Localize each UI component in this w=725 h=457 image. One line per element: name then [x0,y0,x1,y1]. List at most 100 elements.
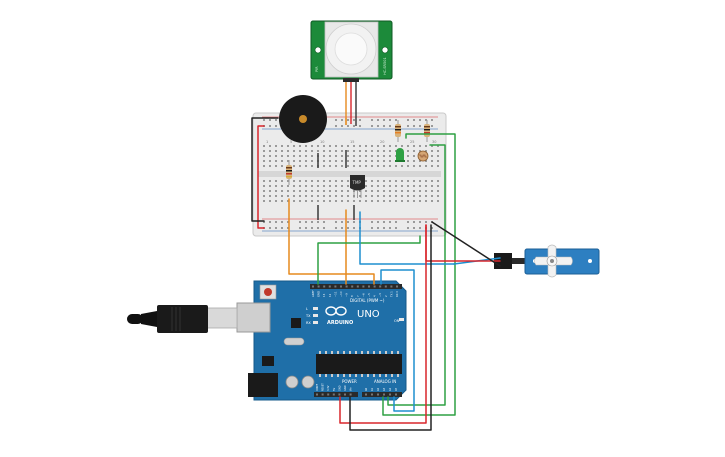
temperature-sensor[interactable]: TMP [350,175,365,198]
power-pin-label: RESET [322,383,325,391]
digital-pin-label: ~5 [367,293,371,297]
led-rx [313,321,318,324]
pir-label-left: PIR [315,66,319,72]
wires [251,117,501,431]
breadboard[interactable]: 1 5 10 15 20 25 30 [252,112,447,237]
led-tx [313,314,318,317]
wire-black-servo[interactable] [431,221,501,267]
on-led-label: ON [394,319,400,323]
analog-pin-label: A0 [365,387,368,391]
pir-label-right: HC-SR501 [383,57,387,75]
digital-pin-label: ~6 [361,293,365,297]
wire-green-top[interactable] [317,235,421,285]
wire-blue-1[interactable] [359,211,455,265]
digital-pin-label: 12 [328,293,332,297]
usb-plug-body [157,305,208,333]
power-pin-label: Vin [350,387,353,391]
digital-header [310,284,402,289]
dc-jack [248,373,278,397]
led-l [313,307,318,310]
pir-mount-hole-left [314,46,322,54]
digital-pin-label: 2 [384,295,388,297]
analog-header-label: ANALOG IN [374,379,396,384]
wire-orange-1[interactable] [288,198,375,285]
power-pin-label: GND [344,385,347,391]
power-pin-label: 5V [333,387,336,391]
servo-mount-hole-right [588,259,592,263]
pir-sensor[interactable]: PIR HC-SR501 [310,20,393,82]
green-led[interactable] [395,148,405,162]
digital-pin-label: ~11 [333,291,337,297]
col-label-10: 10 [320,140,324,144]
reset-button-cap [264,288,272,296]
arduino-model-label: UNO [357,309,380,320]
power-header [314,392,358,397]
analog-pin-label: A3 [383,387,386,391]
piezo-buzzer[interactable] [279,95,327,143]
digital-pin-label: AREF [311,290,315,297]
digital-header-label: DIGITAL (PWM ~) [350,298,385,303]
usb-cable[interactable] [127,305,238,333]
analog-pin-label: A2 [377,387,380,391]
digital-pin-holes [312,285,398,288]
crystal [283,337,305,346]
buzzer-center [299,115,307,123]
usb-cable-end [127,314,143,324]
arduino-brand-label: ARDUINO [327,320,353,326]
col-label-1: 1 [266,140,268,144]
wire-left-black[interactable] [251,117,279,222]
analog-pin-label: A5 [395,387,398,391]
analog-header [362,392,402,397]
atmega-chip [316,351,402,377]
digital-pin-label: 7 [356,295,360,297]
wire-left-red[interactable] [257,125,265,229]
led-label-l: L [306,307,308,311]
pir-header [343,78,359,82]
photoresistor[interactable] [417,150,429,162]
digital-pin-label: ~10 [339,291,343,297]
on-led [399,318,404,321]
power-pin-label: GND [338,385,341,391]
wire-blue-2[interactable] [380,269,415,412]
led-label-rx: RX [306,321,311,325]
servo-motor[interactable] [494,244,600,278]
capacitor-2 [301,375,315,389]
col-label-5: 5 [290,140,292,144]
analog-pin-label: A4 [389,387,392,391]
digital-pin-label: 8 [350,295,354,297]
power-header-label: POWER [342,379,357,384]
wire-black-gnd[interactable] [349,224,432,431]
digital-pin-label: ~3 [378,293,382,297]
bottom-pin-holes [316,393,397,396]
analog-pin-label: A1 [371,387,374,391]
col-label-20: 20 [380,140,384,144]
digital-pin-label: 13 [322,293,326,297]
wire-red-5v[interactable] [339,224,427,424]
arduino-logo: ARDUINO UNO [325,306,380,326]
resistor-1[interactable] [286,160,292,185]
servo-horn [534,244,573,278]
power-pin-label: IOREF [316,383,319,391]
usb-plug-metal [205,307,238,329]
digital-pin-label: 4 [373,295,377,297]
center-channel [258,171,441,177]
power-pin-label: 3.3V [327,385,330,391]
digital-pin-label: ~9 [345,293,349,297]
digital-pin-label: TX 1 [389,291,393,297]
col-label-30: 30 [432,140,436,144]
usb-strain-relief [141,311,157,327]
col-label-25: 25 [410,140,414,144]
digital-pin-label: GND [317,291,321,297]
wire-green-inner[interactable] [387,144,446,406]
resistor-2[interactable] [395,120,401,142]
usb-chip [291,318,301,328]
usb-port [236,302,271,333]
servo-cable [512,258,526,264]
wire-green-right[interactable] [382,133,456,416]
